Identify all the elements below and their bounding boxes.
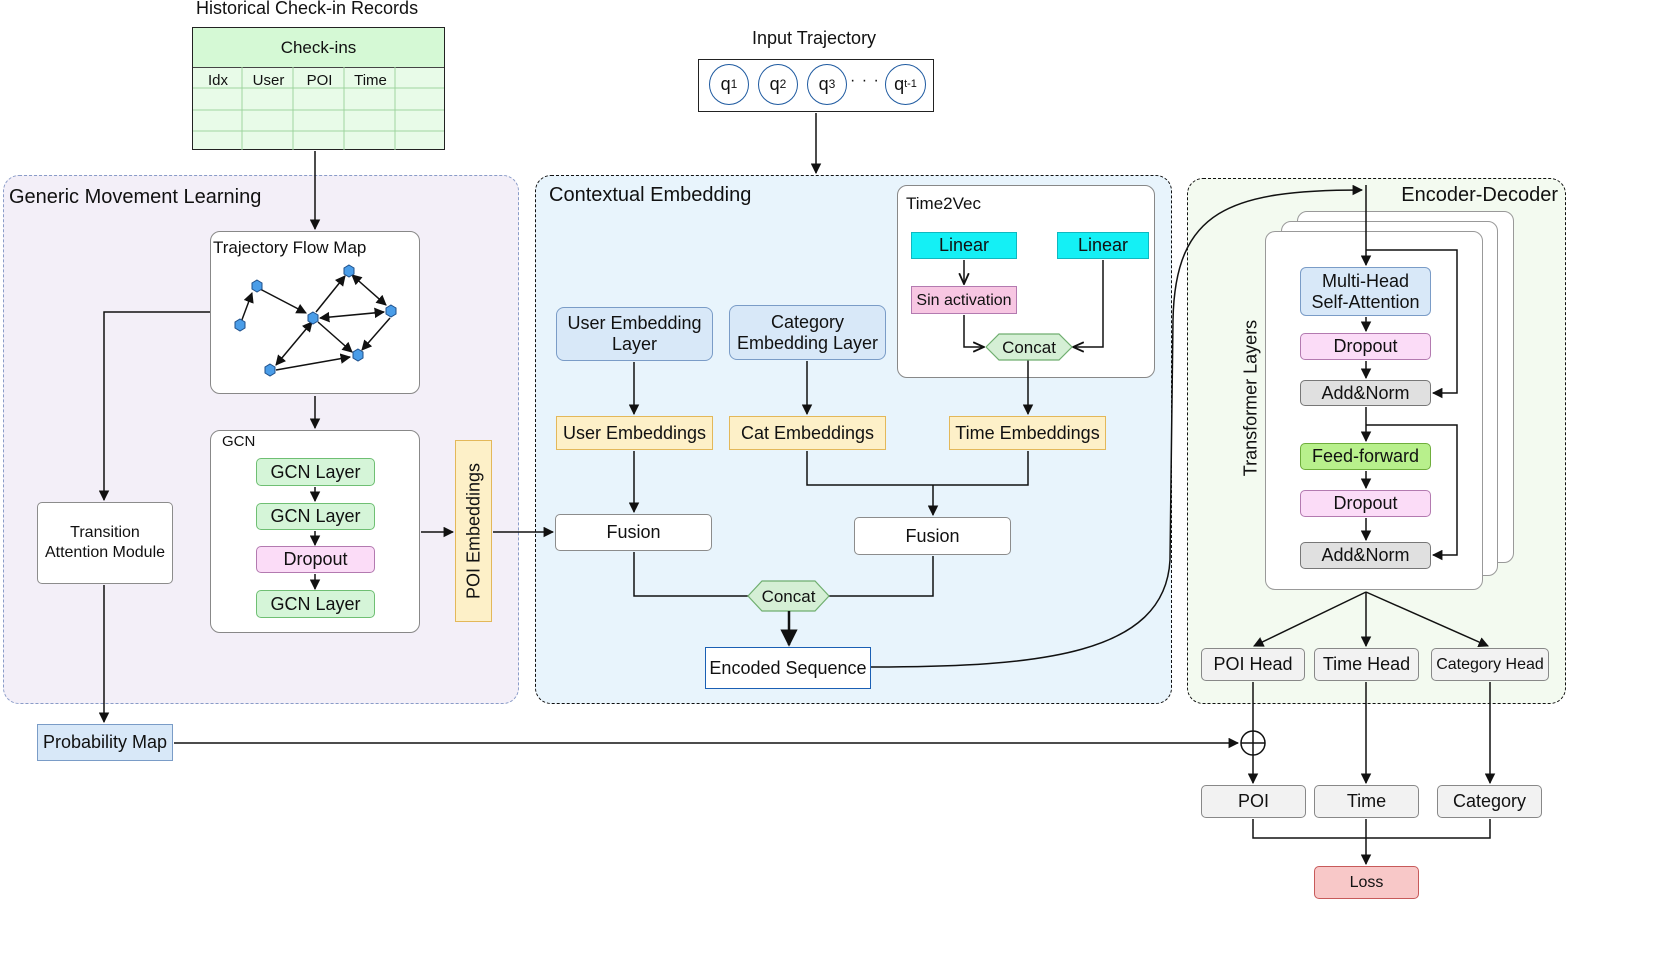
user-embeddings: User Embeddings xyxy=(556,416,713,450)
concat-top: Concat xyxy=(1002,337,1056,357)
add-norm-2: Add&Norm xyxy=(1300,542,1431,569)
category-output: Category xyxy=(1437,785,1542,818)
poi-embeddings-label: POI Embeddings xyxy=(463,462,483,600)
ed-title: Encoder-Decoder xyxy=(1401,184,1558,206)
poi-head: POI Head xyxy=(1201,648,1305,681)
gcn-layer-3: GCN Layer xyxy=(256,590,375,618)
multi-head-self-attention: Multi-Head Self-Attention xyxy=(1300,267,1431,316)
gml-title: Generic Movement Learning xyxy=(9,186,262,208)
col-poi: POI xyxy=(306,72,333,89)
time2vec-label: Time2Vec xyxy=(906,194,981,213)
flow-map-label: Trajectory Flow Map xyxy=(213,238,367,257)
time-embeddings: Time Embeddings xyxy=(949,416,1106,450)
dropout-2: Dropout xyxy=(1300,490,1431,517)
probability-map: Probability Map xyxy=(37,724,173,761)
col-user: User xyxy=(252,72,285,89)
encoded-sequence: Encoded Sequence xyxy=(705,647,871,689)
loss: Loss xyxy=(1314,866,1419,899)
poi-output: POI xyxy=(1201,785,1306,818)
ellipsis: · · · xyxy=(850,72,880,89)
transition-attention-module: Transition Attention Module xyxy=(37,502,173,584)
category-head: Category Head xyxy=(1431,648,1549,681)
col-idx: Idx xyxy=(207,72,228,89)
linear-left: Linear xyxy=(911,232,1017,259)
user-embedding-layer: User Embedding Layer xyxy=(556,307,713,361)
time-head: Time Head xyxy=(1314,648,1419,681)
ce-title: Contextual Embedding xyxy=(549,184,752,206)
poi-embeddings: POI Embeddings xyxy=(455,440,492,622)
fusion-left: Fusion xyxy=(555,514,712,551)
sin-activation: Sin activation xyxy=(911,286,1017,314)
linear-right: Linear xyxy=(1057,232,1149,259)
checkins-table: Check-ins Idx User POI Time xyxy=(192,27,445,150)
checkins-header: Check-ins xyxy=(193,28,444,68)
concat-bottom: Concat xyxy=(761,586,816,606)
historical-title: Historical Check-in Records xyxy=(196,0,419,18)
gcn-label: GCN xyxy=(222,433,256,450)
gcn-dropout: Dropout xyxy=(256,546,375,573)
add-norm-1: Add&Norm xyxy=(1300,380,1431,406)
category-embedding-layer: Category Embedding Layer xyxy=(729,305,886,360)
sum-operator xyxy=(1240,730,1266,756)
input-title: Input Trajectory xyxy=(752,28,877,48)
dropout-1: Dropout xyxy=(1300,333,1431,360)
gcn-layer-1: GCN Layer xyxy=(256,458,375,486)
gcn-layer-2: GCN Layer xyxy=(256,503,375,530)
fusion-right: Fusion xyxy=(854,517,1011,555)
col-time: Time xyxy=(354,72,387,89)
cat-embeddings: Cat Embeddings xyxy=(729,416,886,450)
time-output: Time xyxy=(1314,785,1419,818)
transformer-layers-label: Transformer Layers xyxy=(1240,319,1261,477)
feed-forward: Feed-forward xyxy=(1300,443,1431,470)
